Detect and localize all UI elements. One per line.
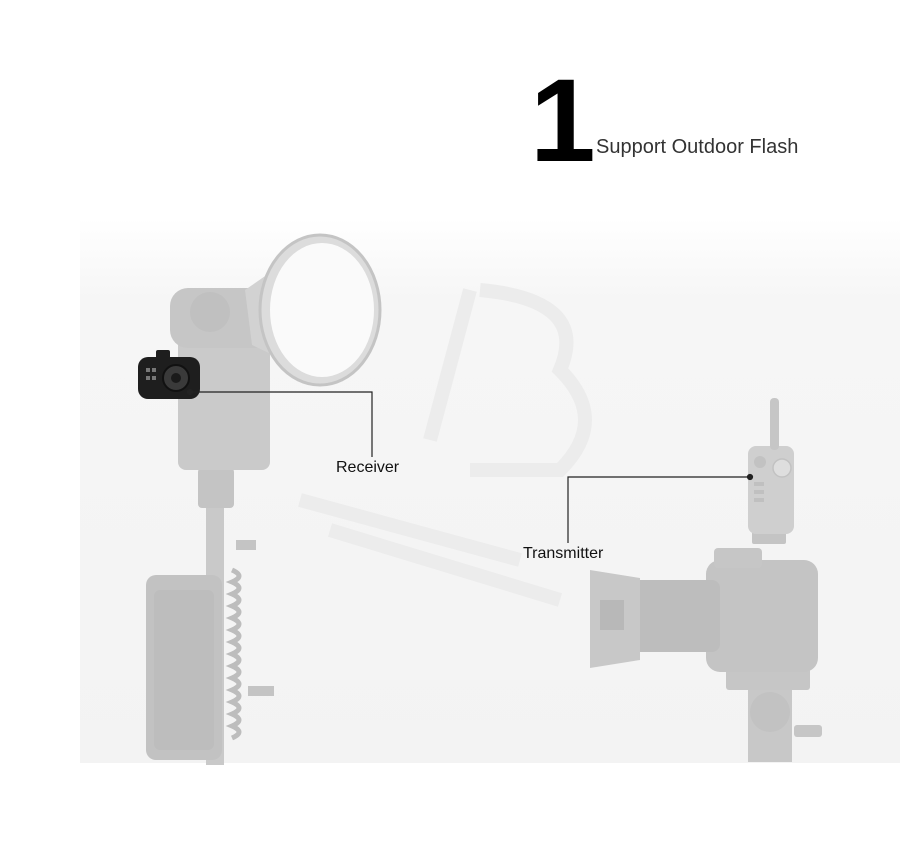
watermark [298, 283, 592, 607]
callout-lines [186, 388, 754, 543]
transmitter-callout-line [567, 476, 750, 543]
receiver-callout-line [190, 391, 373, 457]
receiver-unit [138, 350, 200, 399]
feature-title: Support Outdoor Flash [596, 136, 799, 158]
camera-transmitter-illustration [590, 398, 822, 762]
receiver-label: Receiver [336, 459, 400, 476]
feature-number: 1 [530, 55, 596, 187]
outdoor-flash-illustration [138, 233, 382, 765]
transmitter-label: Transmitter [523, 545, 604, 562]
